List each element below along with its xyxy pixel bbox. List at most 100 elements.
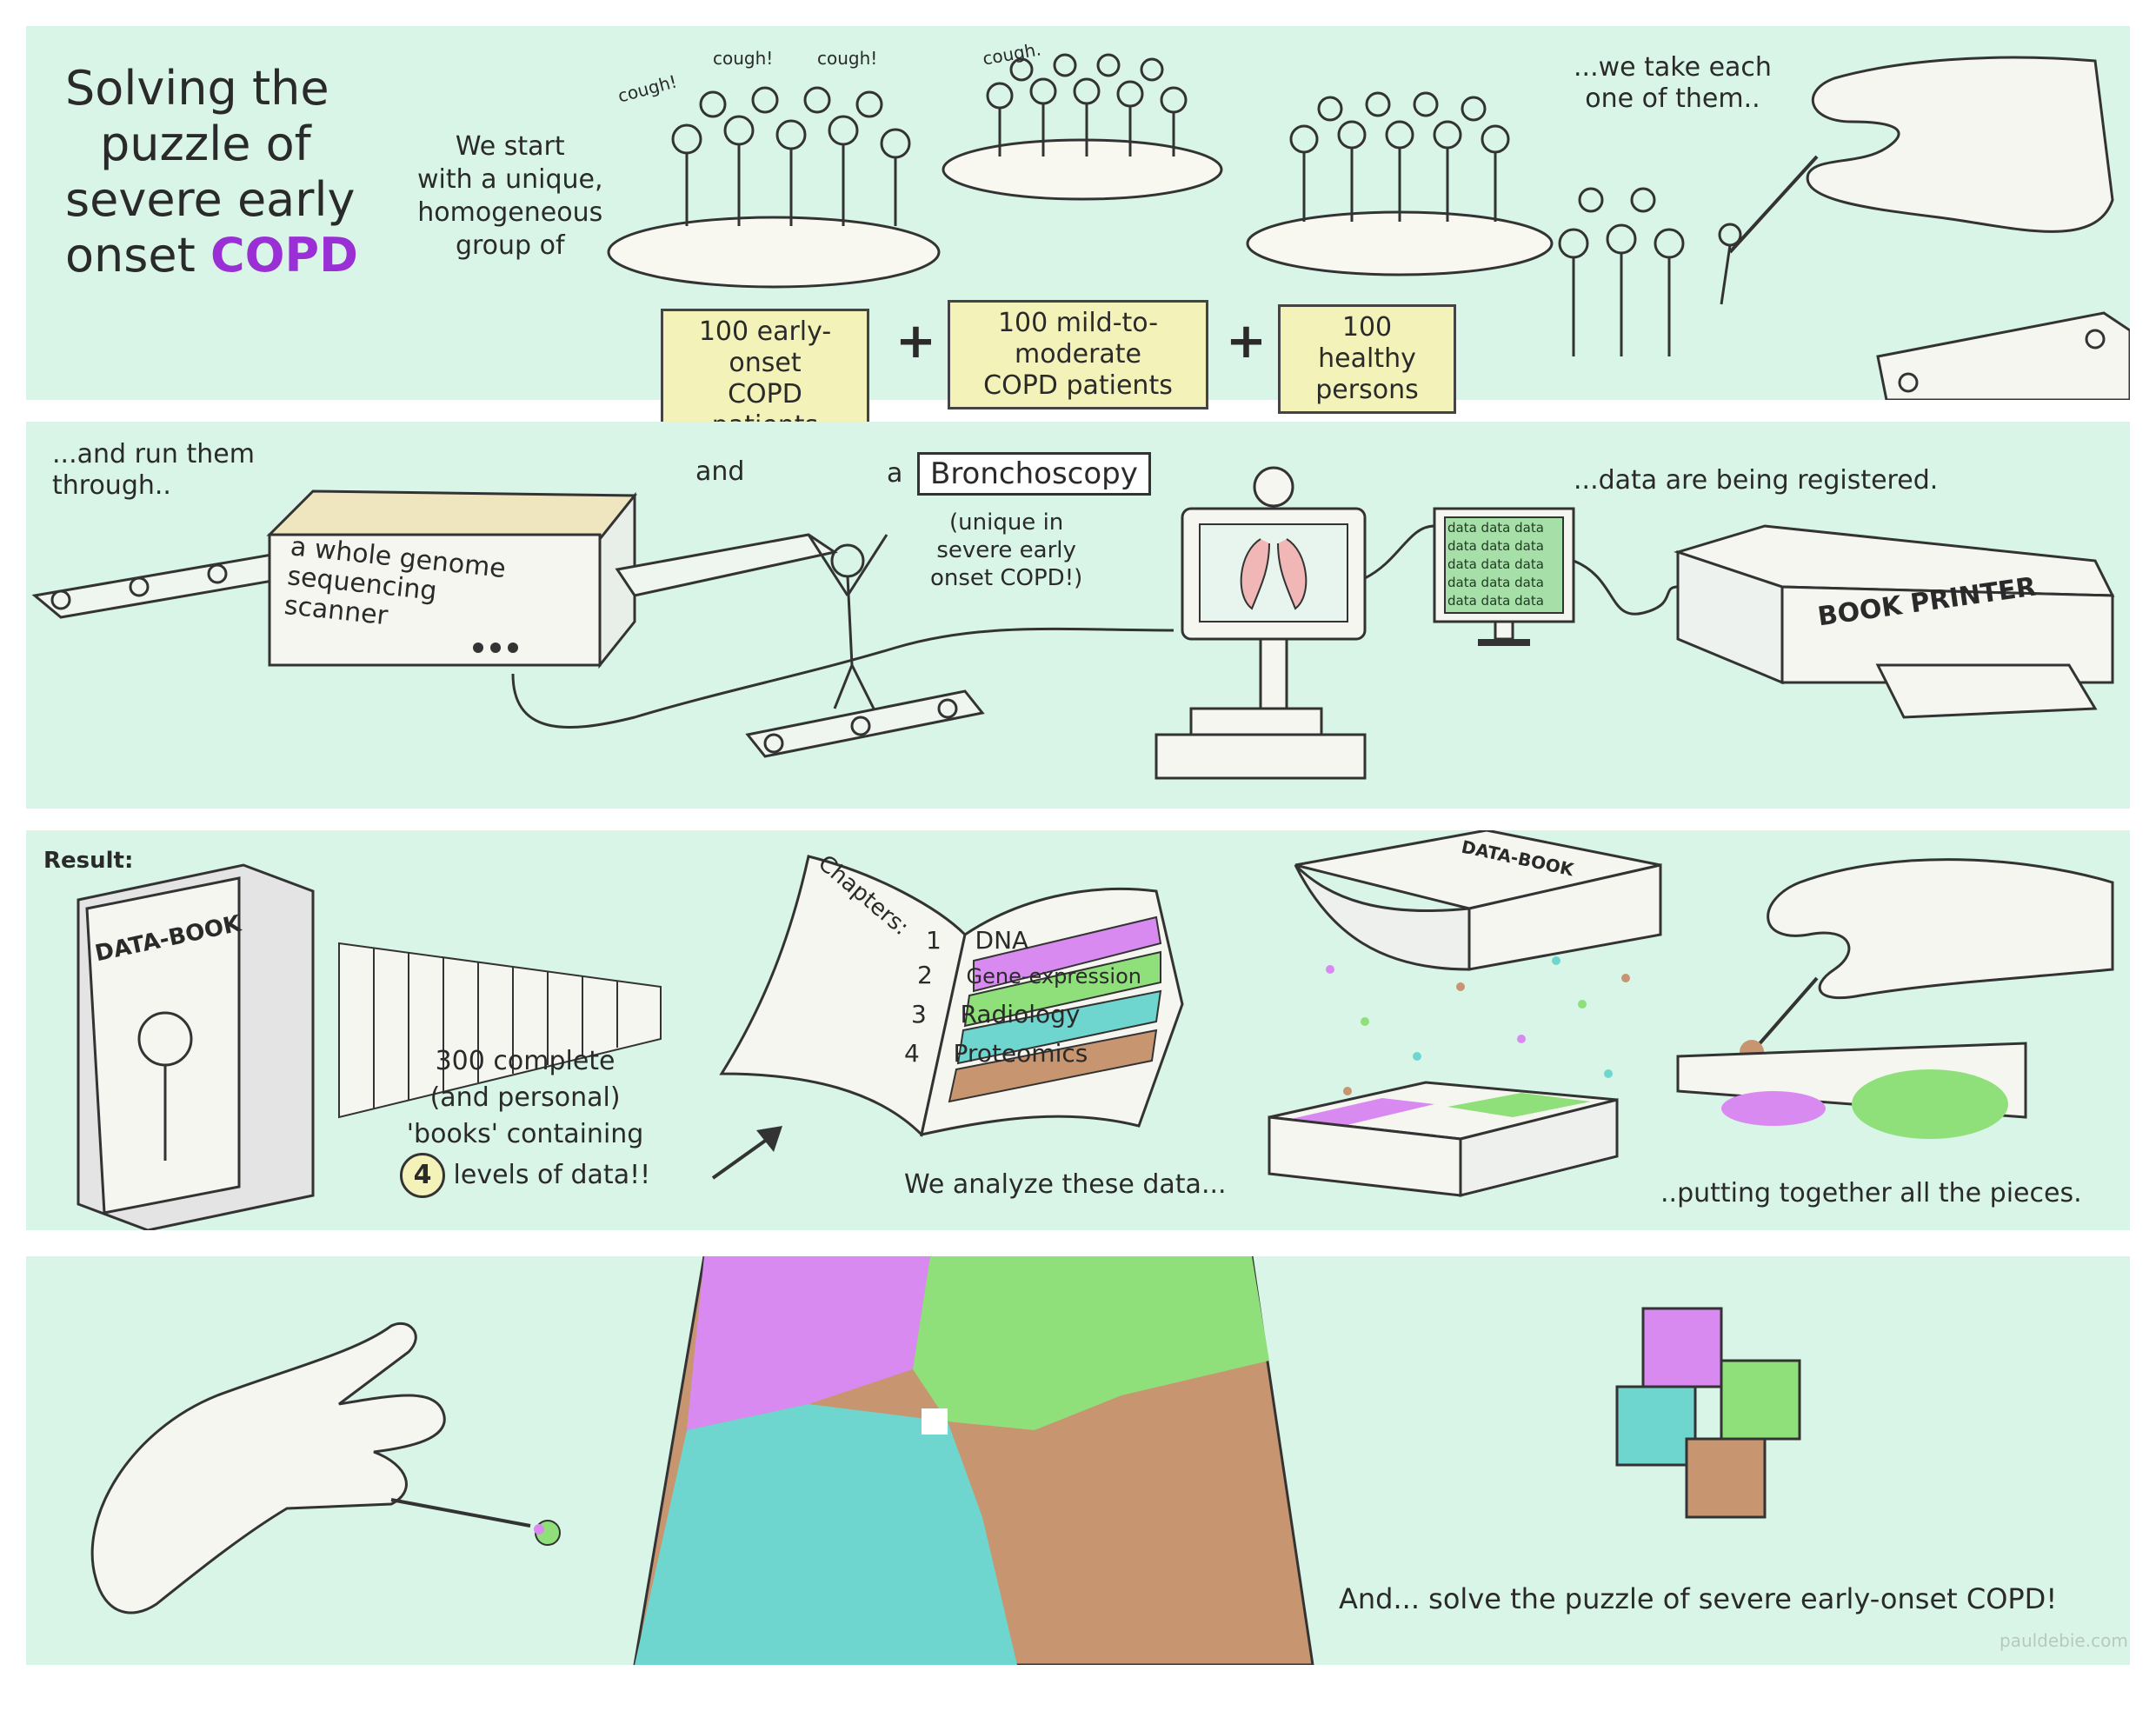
panel-solution: And... solve the puzzle of severe early-… <box>26 1256 2130 1665</box>
cohort-illustration <box>607 53 2130 400</box>
group3-line-2: persons <box>1315 375 1419 405</box>
sorting-tray <box>1268 1081 1619 1197</box>
books-line-4: 4 levels of data!! <box>400 1153 650 1198</box>
crowd-healthy <box>1246 91 1554 276</box>
hand-with-tweezers-3 <box>90 1322 561 1614</box>
unique-note: (unique in severe early onset COPD!) <box>930 509 1082 592</box>
putting-together-text: ..putting together all the pieces. <box>1660 1178 2082 1208</box>
arrow-icon <box>711 1126 782 1180</box>
credit-text: pauldebie.com <box>2000 1630 2128 1651</box>
panel-processing: ...and run them through.. <box>26 422 2130 809</box>
chapter-label: DNA <box>975 926 1029 955</box>
group2-line-2: COPD patients <box>983 370 1173 401</box>
conveyor-belt-1 <box>1876 311 2130 400</box>
chapter-num: 2 <box>917 961 933 989</box>
chapter-num: 1 <box>926 926 942 955</box>
chapter-num: 3 <box>911 1000 927 1029</box>
books-line-1: 300 complete <box>435 1046 616 1076</box>
title-copd: COPD <box>210 228 358 283</box>
books-description: 300 complete (and personal) 'books' cont… <box>400 1043 650 1198</box>
levels-count: 4 <box>400 1153 445 1198</box>
chapter-label: Radiology <box>960 1000 1081 1029</box>
panel-results: Result: <box>26 830 2130 1230</box>
chapter-row: 3 Radiology <box>911 1000 1080 1029</box>
open-book <box>719 855 1184 1138</box>
solve-text: And... solve the puzzle of severe early-… <box>1339 1582 2058 1615</box>
cable-3 <box>1573 559 1679 616</box>
and-text: and <box>695 456 745 487</box>
chapter-row: 4 Proteomics <box>904 1039 1088 1068</box>
crowd-early-onset <box>607 86 941 289</box>
conveyor-belt-3 <box>615 533 985 758</box>
genome-scanner <box>266 489 638 669</box>
a-text: a <box>887 458 903 489</box>
solution-illustration <box>90 1256 1801 1665</box>
plus-sign-1: + <box>895 313 936 369</box>
bronchoscopy-label: Bronchoscopy <box>917 452 1151 496</box>
group2-line-1: 100 mild-to-moderate <box>997 308 1159 369</box>
take-line-2: one of them.. <box>1585 83 1760 114</box>
panel-cohort: Solving the puzzle of severe early onset… <box>26 26 2130 449</box>
take-each-text: ...we take each one of them.. <box>1574 52 1772 115</box>
unique-line-1: (unique in <box>949 509 1064 536</box>
chapter-row: 2 Gene-expression <box>917 961 1141 989</box>
run-line-2: through.. <box>52 470 171 501</box>
book-stack <box>77 863 662 1230</box>
flipping-book <box>1294 830 1662 971</box>
title-line-1: Solving the <box>65 61 329 116</box>
title-line-4: onset COPD <box>65 228 358 283</box>
result-label: Result: <box>43 848 134 874</box>
chapter-label: Gene-expression <box>966 964 1141 989</box>
data-line: data data data <box>1447 556 1544 572</box>
title-onset: onset <box>65 228 196 283</box>
books-line-3: 'books' containing <box>406 1119 644 1149</box>
monitor-data-text: data data data data data data data data … <box>1447 519 1544 610</box>
cable-2 <box>1364 524 1435 580</box>
bronchoscopy-robot <box>1155 466 1367 780</box>
run-line-1: ...and run them <box>52 439 255 469</box>
data-line: data data data <box>1447 593 1544 609</box>
books-line-2: (and personal) <box>429 1082 621 1113</box>
piece-piles <box>1676 1042 2027 1139</box>
data-line: data data data <box>1447 520 1544 536</box>
group-label-mild-moderate: 100 mild-to-moderate COPD patients <box>948 300 1208 409</box>
cough-text-3: cough! <box>817 48 878 69</box>
take-line-1: ...we take each <box>1574 52 1772 83</box>
data-line: data data data <box>1447 575 1544 590</box>
intro-line-3: homogeneous <box>417 197 603 228</box>
crowd-mild-moderate <box>942 53 1223 201</box>
small-crowd <box>1558 187 1685 356</box>
big-puzzle <box>633 1256 1314 1665</box>
chapter-row: 1 DNA <box>926 926 1028 955</box>
cable-1 <box>511 627 1174 729</box>
plus-sign-2: + <box>1226 313 1267 369</box>
person-figure <box>807 534 888 709</box>
books-line-4-text: levels of data!! <box>453 1160 651 1190</box>
data-monitor <box>1433 507 1575 646</box>
intro-line-4: group of <box>455 230 565 261</box>
book-printer <box>1674 524 2115 719</box>
group3-line-1: 100 healthy <box>1318 312 1416 374</box>
results-illustration <box>77 830 2114 1230</box>
unique-line-2: severe early <box>936 537 1076 563</box>
registered-text: ...data are being registered. <box>1574 465 1939 496</box>
chapter-num: 4 <box>904 1039 920 1068</box>
hand-with-tweezers-2 <box>1740 858 2114 1064</box>
cough-text-2: cough! <box>713 48 774 69</box>
intro-line-1: We start <box>455 131 565 162</box>
data-line: data data data <box>1447 538 1544 554</box>
four-piece-puzzle <box>1615 1307 1801 1519</box>
intro-line-2: with a unique, <box>417 164 603 195</box>
unique-line-3: onset COPD!) <box>930 565 1083 591</box>
title-line-3: severe early <box>65 172 356 227</box>
hand-with-tweezers-1 <box>1718 56 2114 305</box>
group1-line-1: 100 early-onset <box>698 316 832 378</box>
analyze-text: We analyze these data... <box>904 1169 1227 1200</box>
chapter-label: Proteomics <box>953 1039 1088 1068</box>
group-label-healthy: 100 healthy persons <box>1278 304 1456 414</box>
title-line-2: puzzle of <box>100 117 311 171</box>
run-through-text: ...and run them through.. <box>52 439 255 502</box>
page-title: Solving the puzzle of severe early onset… <box>65 61 358 283</box>
processing-illustration <box>31 466 2115 780</box>
intro-text: We start with a unique, homogeneous grou… <box>417 130 603 263</box>
